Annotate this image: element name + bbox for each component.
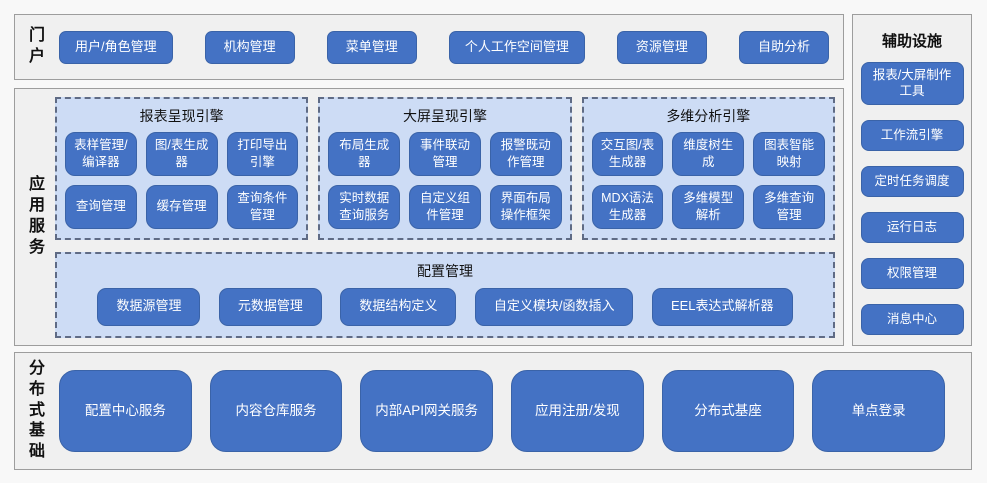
node-interactive-chart-generator: 交互图/表生成器 <box>591 131 664 176</box>
node-query-management: 查询管理 <box>65 184 137 229</box>
multidim-engine-panel: 多维分析引擎 交互图/表生成器 维度树生成 图表智能映射 MDX语法生成器 多维… <box>581 96 835 240</box>
node-ui-layout-framework: 界面布局操作框架 <box>489 184 562 229</box>
distributed-foundation-section: 分布式基础 配置中心服务 内容仓库服务 内部API网关服务 应用注册/发现 分布… <box>14 352 972 470</box>
node-cache-management: 缓存管理 <box>145 184 218 229</box>
portal-nodes: 用户/角色管理 机构管理 菜单管理 个人工作空间管理 资源管理 自助分析 <box>59 30 829 64</box>
node-user-role-management: 用户/角色管理 <box>59 30 173 64</box>
distributed-foundation-label: 分布式基础 <box>28 360 45 461</box>
node-custom-component-management: 自定义组件管理 <box>409 184 481 229</box>
node-event-linkage-management: 事件联动管理 <box>409 131 481 176</box>
bigscreen-engine-grid: 布局生成器 事件联动管理 报警既动作管理 实时数据查询服务 自定义组件管理 界面… <box>328 131 562 229</box>
node-message-center: 消息中心 <box>860 303 964 335</box>
auxiliary-title: 辅助设施 <box>881 33 942 50</box>
report-engine-grid: 表样管理/编译器 图/表生成器 打印导出引擎 查询管理 缓存管理 查询条件管理 <box>65 131 299 229</box>
node-report-style-compiler: 表样管理/编译器 <box>65 131 137 176</box>
multidim-engine-grid: 交互图/表生成器 维度树生成 图表智能映射 MDX语法生成器 多维模型解析 多维… <box>591 131 825 229</box>
app-services-content: 报表呈现引擎 表样管理/编译器 图/表生成器 打印导出引擎 查询管理 缓存管理 … <box>55 96 835 338</box>
config-management-panel: 配置管理 数据源管理 元数据管理 数据结构定义 自定义模块/函数插入 EEL表达… <box>55 251 835 338</box>
node-content-repository-service: 内容仓库服务 <box>209 370 343 452</box>
node-chart-table-generator: 图/表生成器 <box>145 131 218 176</box>
node-custom-module-function-insert: 自定义模块/函数插入 <box>474 287 634 326</box>
portal-label: 门户 <box>28 27 45 65</box>
node-dimension-tree-generation: 维度树生成 <box>672 131 745 176</box>
node-resource-management: 资源管理 <box>616 30 707 64</box>
node-multidim-model-parsing: 多维模型解析 <box>672 184 745 229</box>
auxiliary-nodes: 报表/大屏制作工具 工作流引擎 定时任务调度 运行日志 权限管理 消息中心 <box>853 62 971 335</box>
node-scheduled-task: 定时任务调度 <box>860 165 964 197</box>
app-services-label: 应用服务 <box>28 176 45 256</box>
node-report-bigscreen-authoring-tool: 报表/大屏制作工具 <box>860 62 964 105</box>
config-management-title: 配置管理 <box>417 262 473 279</box>
node-datasource-management: 数据源管理 <box>97 287 201 326</box>
distributed-foundation-nodes: 配置中心服务 内容仓库服务 内部API网关服务 应用注册/发现 分布式基座 单点… <box>59 370 946 452</box>
node-layout-generator: 布局生成器 <box>328 131 401 176</box>
node-self-service-analysis: 自助分析 <box>738 30 829 64</box>
node-organization-management: 机构管理 <box>204 30 295 64</box>
node-personal-workspace-management: 个人工作空间管理 <box>448 30 585 64</box>
node-app-registration-discovery: 应用注册/发现 <box>511 370 644 452</box>
node-realtime-data-query-service: 实时数据查询服务 <box>328 184 401 229</box>
node-internal-api-gateway-service: 内部API网关服务 <box>360 370 494 452</box>
node-query-condition-management: 查询条件管理 <box>226 184 299 229</box>
node-print-export-engine: 打印导出引擎 <box>226 131 299 176</box>
node-eel-expression-parser: EEL表达式解析器 <box>651 287 793 326</box>
node-menu-management: 菜单管理 <box>326 30 417 64</box>
multidim-engine-title: 多维分析引擎 <box>666 107 751 124</box>
auxiliary-section: 辅助设施 报表/大屏制作工具 工作流引擎 定时任务调度 运行日志 权限管理 消息… <box>852 14 972 346</box>
node-chart-smart-mapping: 图表智能映射 <box>753 131 825 176</box>
node-workflow-engine: 工作流引擎 <box>860 119 964 151</box>
node-distributed-base: 分布式基座 <box>661 370 795 452</box>
node-alarm-action-management: 报警既动作管理 <box>489 131 562 176</box>
portal-section: 门户 用户/角色管理 机构管理 菜单管理 个人工作空间管理 资源管理 自助分析 <box>14 14 844 80</box>
node-metadata-management: 元数据管理 <box>218 287 322 326</box>
node-data-structure-definition: 数据结构定义 <box>340 287 457 326</box>
node-permission-management: 权限管理 <box>860 257 964 289</box>
node-config-center-service: 配置中心服务 <box>59 370 192 452</box>
report-engine-panel: 报表呈现引擎 表样管理/编译器 图/表生成器 打印导出引擎 查询管理 缓存管理 … <box>55 96 309 240</box>
app-services-section: 应用服务 报表呈现引擎 表样管理/编译器 图/表生成器 打印导出引擎 查询管理 … <box>14 88 844 346</box>
node-multidim-query-management: 多维查询管理 <box>753 184 825 229</box>
node-run-log: 运行日志 <box>860 211 964 243</box>
engine-panels: 报表呈现引擎 表样管理/编译器 图/表生成器 打印导出引擎 查询管理 缓存管理 … <box>55 96 835 240</box>
node-single-sign-on: 单点登录 <box>812 370 946 452</box>
bigscreen-engine-panel: 大屏呈现引擎 布局生成器 事件联动管理 报警既动作管理 实时数据查询服务 自定义… <box>318 96 572 240</box>
node-mdx-syntax-generator: MDX语法生成器 <box>591 184 664 229</box>
config-management-nodes: 数据源管理 元数据管理 数据结构定义 自定义模块/函数插入 EEL表达式解析器 <box>67 287 823 326</box>
report-engine-title: 报表呈现引擎 <box>139 107 224 124</box>
bigscreen-engine-title: 大屏呈现引擎 <box>402 107 487 124</box>
